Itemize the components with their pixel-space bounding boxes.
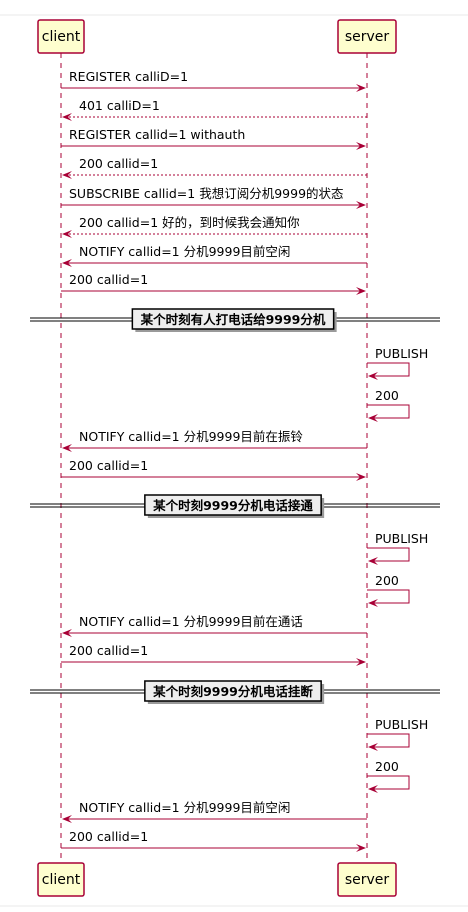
participant-label: client — [42, 872, 81, 888]
self-message-20: 200 — [367, 759, 410, 793]
message-3: 200 callid=1 — [62, 156, 367, 179]
arrowhead — [356, 201, 366, 209]
self-message-10: 200 — [367, 388, 410, 422]
self-message-label: 200 — [375, 388, 399, 403]
message-6: NOTIFY callid=1 分机9999目前空闲 — [62, 244, 367, 267]
message-2: REGISTER callid=1 withauth — [61, 127, 366, 150]
participant-server-bottom: server — [337, 862, 397, 897]
self-message-label: PUBLISH — [375, 346, 428, 361]
message-label: 200 callid=1 好的，到时候我会通知你 — [79, 215, 300, 230]
message-label: REGISTER callid=1 withauth — [69, 127, 245, 142]
self-message-line — [367, 404, 410, 419]
self-message-9: PUBLISH — [367, 346, 428, 380]
divider-label: 某个时刻9999分机电话挂断 — [153, 684, 313, 699]
arrowhead — [62, 113, 72, 121]
arrowhead — [62, 230, 72, 238]
self-message-label: 200 — [375, 573, 399, 588]
self-message-line — [367, 547, 410, 562]
arrowhead — [62, 171, 72, 179]
message-label: 200 callid=1 — [69, 272, 148, 287]
self-message-line — [367, 775, 410, 790]
arrowhead — [356, 473, 366, 481]
participant-label: server — [345, 29, 390, 45]
message-12: 200 callid=1 — [61, 458, 366, 481]
arrowhead — [356, 84, 366, 92]
arrowhead — [368, 599, 378, 607]
self-message-line — [367, 589, 410, 604]
message-11: NOTIFY callid=1 分机9999目前在振铃 — [62, 429, 367, 452]
message-7: 200 callid=1 — [61, 272, 366, 295]
message-label: 401 calliD=1 — [79, 98, 160, 113]
arrowhead — [368, 785, 378, 793]
message-1: 401 calliD=1 — [62, 98, 367, 121]
arrowhead — [356, 844, 366, 852]
arrowhead — [62, 444, 72, 452]
message-4: SUBSCRIBE callid=1 我想订阅分机9999的状态 — [61, 186, 366, 209]
arrowhead — [62, 259, 72, 267]
participant-label: client — [42, 29, 81, 45]
arrowhead — [368, 372, 378, 380]
arrowhead — [368, 414, 378, 422]
participant-server-top: server — [337, 19, 397, 54]
divider-18: 某个时刻9999分机电话挂断 — [30, 680, 440, 704]
message-5: 200 callid=1 好的，到时候我会通知你 — [62, 215, 367, 238]
participant-box — [337, 19, 397, 54]
divider-13: 某个时刻9999分机电话接通 — [30, 494, 440, 518]
message-21: NOTIFY callid=1 分机9999目前空闲 — [62, 800, 367, 823]
self-message-line — [367, 362, 410, 377]
arrowhead — [62, 629, 72, 637]
message-label: 200 callid=1 — [69, 829, 148, 844]
message-label: REGISTER calliD=1 — [69, 69, 188, 84]
divider-label: 某个时刻有人打电话给9999分机 — [141, 312, 326, 327]
divider-box — [144, 494, 322, 516]
message-label: NOTIFY callid=1 分机9999目前在振铃 — [79, 429, 303, 444]
self-message-19: PUBLISH — [367, 717, 428, 751]
message-22: 200 callid=1 — [61, 829, 366, 852]
divider-8: 某个时刻有人打电话给9999分机 — [30, 308, 440, 332]
message-17: 200 callid=1 — [61, 643, 366, 666]
participant-box — [37, 862, 85, 897]
participant-box — [37, 19, 85, 54]
arrowhead — [368, 743, 378, 751]
arrowhead — [356, 287, 366, 295]
participant-label: server — [345, 872, 390, 888]
self-message-15: 200 — [367, 573, 410, 607]
divider-label: 某个时刻9999分机电话接通 — [153, 498, 313, 513]
arrowhead — [368, 557, 378, 565]
self-message-line — [367, 733, 410, 748]
participant-client-bottom: client — [37, 862, 85, 897]
divider-box — [131, 308, 335, 330]
message-label: 200 callid=1 — [69, 643, 148, 658]
arrowhead — [356, 142, 366, 150]
message-label: NOTIFY callid=1 分机9999目前空闲 — [79, 800, 290, 815]
participant-client-top: client — [37, 19, 85, 54]
message-label: 200 callid=1 — [79, 156, 158, 171]
divider-box — [144, 680, 322, 702]
message-label: SUBSCRIBE callid=1 我想订阅分机9999的状态 — [69, 186, 344, 201]
self-message-label: PUBLISH — [375, 717, 428, 732]
message-16: NOTIFY callid=1 分机9999目前在通话 — [62, 614, 367, 637]
arrowhead — [356, 658, 366, 666]
message-label: 200 callid=1 — [69, 458, 148, 473]
self-message-label: 200 — [375, 759, 399, 774]
message-label: NOTIFY callid=1 分机9999目前空闲 — [79, 244, 290, 259]
message-0: REGISTER calliD=1 — [61, 69, 366, 92]
arrowhead — [62, 815, 72, 823]
participant-box — [337, 862, 397, 897]
self-message-14: PUBLISH — [367, 531, 428, 565]
self-message-label: PUBLISH — [375, 531, 428, 546]
message-label: NOTIFY callid=1 分机9999目前在通话 — [79, 614, 303, 629]
